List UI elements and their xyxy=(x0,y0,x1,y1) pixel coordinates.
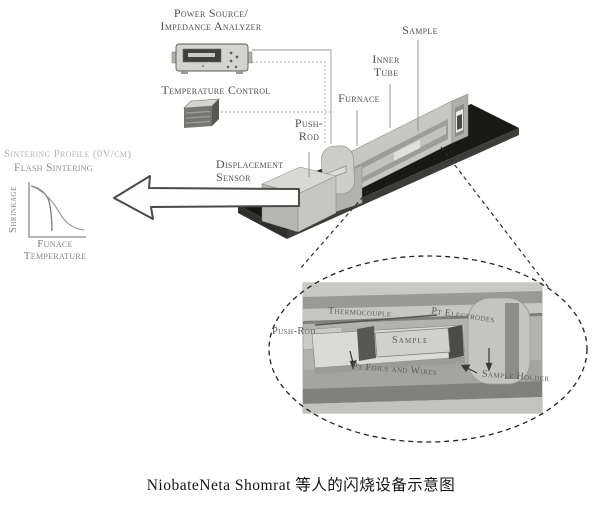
magnifier-cone-lines xyxy=(298,146,550,289)
label-power-source: Power Source/ Impedance Analyzer xyxy=(146,6,276,34)
label-power-source-line2: Impedance Analyzer xyxy=(160,19,262,34)
inset-label-sample: Sample xyxy=(392,335,429,346)
block-arrow-left xyxy=(113,175,300,220)
label-inner-tube-line1: Inner xyxy=(372,52,400,66)
power-source-instrument xyxy=(171,43,253,74)
flash-sintering-curve xyxy=(30,185,53,232)
graph-xlabel-line2: Temperature xyxy=(23,250,87,263)
magnifier-ellipse xyxy=(268,255,588,443)
inset-pointer-arrows xyxy=(349,348,493,374)
inset-thermocouple-wire xyxy=(314,314,438,326)
shrinkage-graph xyxy=(28,182,86,238)
inset-label-push-rod: Push-Rod xyxy=(272,326,316,337)
inset-photo xyxy=(302,282,543,414)
label-furnace: Furnace xyxy=(338,91,380,105)
furnace-body xyxy=(333,93,469,203)
conventional-sintering-curve xyxy=(30,185,85,231)
graph-xlabel-line1: Funace xyxy=(37,238,73,250)
label-power-source-line1: Power Source/ xyxy=(173,6,249,20)
temperature-controller-box xyxy=(183,98,220,128)
inset-electrode-right xyxy=(447,325,464,359)
label-temperature-control: Temperature Control xyxy=(161,83,271,97)
label-push-rod: Push- Rod xyxy=(284,116,334,144)
label-inner-tube: Inner Tube xyxy=(363,52,409,80)
label-push-rod-line2: Rod xyxy=(298,129,320,144)
graph-xlabel-furnace-temperature: Funace Temperature xyxy=(8,238,102,262)
graph-title: Sintering Profile (0V/cm) xyxy=(4,148,132,160)
label-sample: Sample xyxy=(402,23,438,37)
inset-sample xyxy=(374,327,451,358)
graph-ylabel-shrinkage: Shrinkage xyxy=(8,186,19,234)
inset-electrode-left xyxy=(357,326,376,361)
label-displacement-sensor: Displacement Sensor xyxy=(216,157,300,185)
label-inner-tube-line2: Tube xyxy=(373,65,399,80)
label-displacement-line2: Sensor xyxy=(216,170,251,185)
leader-lines xyxy=(308,40,419,177)
figure-caption: NiobateNeta Shomrat 等人的闪烧设备示意图 xyxy=(146,477,456,494)
instrument-wires xyxy=(221,49,332,144)
label-push-rod-line1: Push- xyxy=(294,116,324,130)
label-displacement-line1: Displacement xyxy=(216,157,284,171)
graph-flash-label: Flash Sintering xyxy=(14,162,93,174)
